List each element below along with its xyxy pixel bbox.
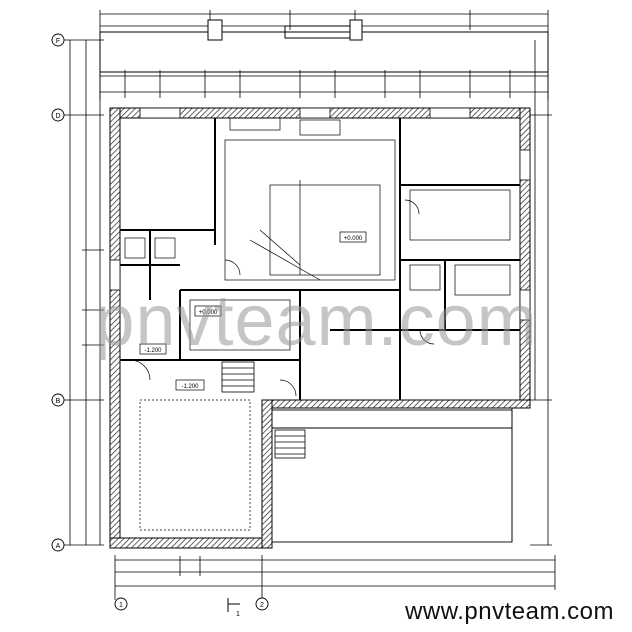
bottom-dimension-lines xyxy=(114,555,556,600)
axis-label-a: A xyxy=(56,543,61,550)
website-label: www.pnvteam.com xyxy=(405,598,614,625)
axis-marker-d xyxy=(51,108,65,122)
garage-level-label: -1.200 xyxy=(181,384,199,390)
section-marker-label: 1 xyxy=(236,611,240,618)
axis-marker-a xyxy=(51,538,65,552)
canopy-outline xyxy=(99,19,549,73)
interior-walls xyxy=(120,118,520,400)
section-marker xyxy=(227,598,240,612)
door-swings xyxy=(129,199,435,397)
interior-details xyxy=(124,117,511,531)
axis-marker-b xyxy=(51,393,65,407)
grid-axis-markers xyxy=(51,33,269,611)
terrace-outline xyxy=(271,408,513,543)
axis-label-1: 1 xyxy=(119,602,123,609)
axis-label-f: F xyxy=(56,38,60,45)
left-dimension-lines xyxy=(64,39,104,546)
stair-level-label: -1.200 xyxy=(144,348,162,354)
axis-label-d: D xyxy=(55,113,60,120)
axis-label-b: B xyxy=(56,398,61,405)
bath-level-label: +0.000 xyxy=(199,310,218,316)
stairs xyxy=(221,361,306,459)
windows xyxy=(109,107,531,321)
axis-label-2: 2 xyxy=(260,602,264,609)
top-dimension-lines xyxy=(99,10,549,100)
axis-marker-f xyxy=(51,33,65,47)
axis-marker-1 xyxy=(114,597,128,611)
right-dimension-lines xyxy=(530,40,552,546)
axis-marker-2 xyxy=(255,597,269,611)
exterior-walls xyxy=(109,107,531,549)
hall-level-label: +0.000 xyxy=(344,236,363,242)
level-tags: +0.000 -1.200 +0.000 -1.200 xyxy=(139,231,367,391)
